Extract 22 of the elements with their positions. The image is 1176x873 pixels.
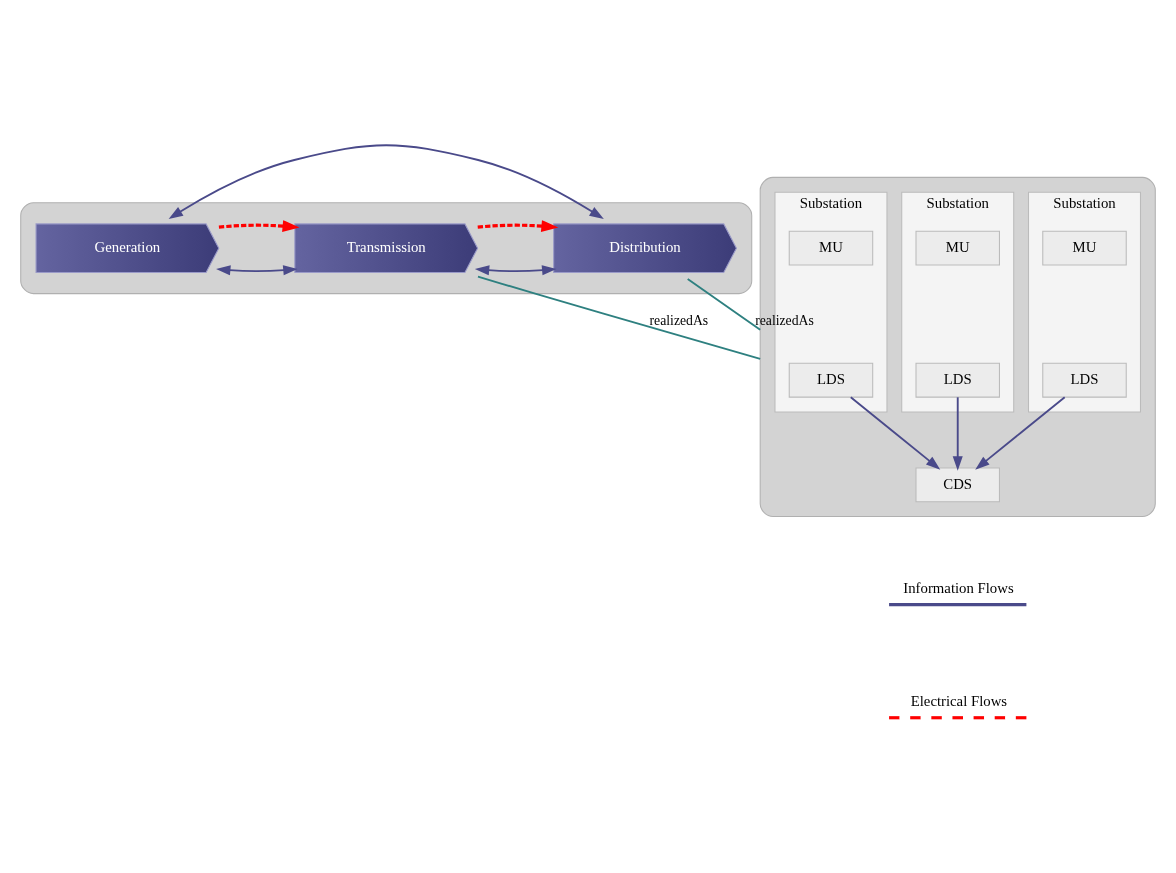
legend-label: Electrical Flows <box>910 692 1008 709</box>
arrow <box>474 265 557 276</box>
node-box: MU <box>788 230 874 266</box>
node-box: LDS <box>915 362 1000 398</box>
arrow <box>849 396 941 470</box>
connector <box>477 275 762 360</box>
arrow <box>477 220 559 232</box>
connector <box>686 278 762 331</box>
edge-label: realizedAs <box>649 312 709 328</box>
node-box: LDS <box>788 362 874 398</box>
arrow <box>952 396 963 471</box>
arrow <box>218 220 300 232</box>
edge-label: realizedAs <box>755 312 814 328</box>
cluster <box>20 202 753 295</box>
arrow <box>168 144 604 220</box>
arrow <box>216 265 298 276</box>
node-box: MU <box>1042 230 1127 266</box>
node-box: LDS <box>1042 362 1127 398</box>
arrow <box>975 396 1066 470</box>
node-box: CDS <box>915 467 1000 503</box>
legend-label: Information Flows <box>903 579 1014 596</box>
node-box: MU <box>915 230 1000 266</box>
